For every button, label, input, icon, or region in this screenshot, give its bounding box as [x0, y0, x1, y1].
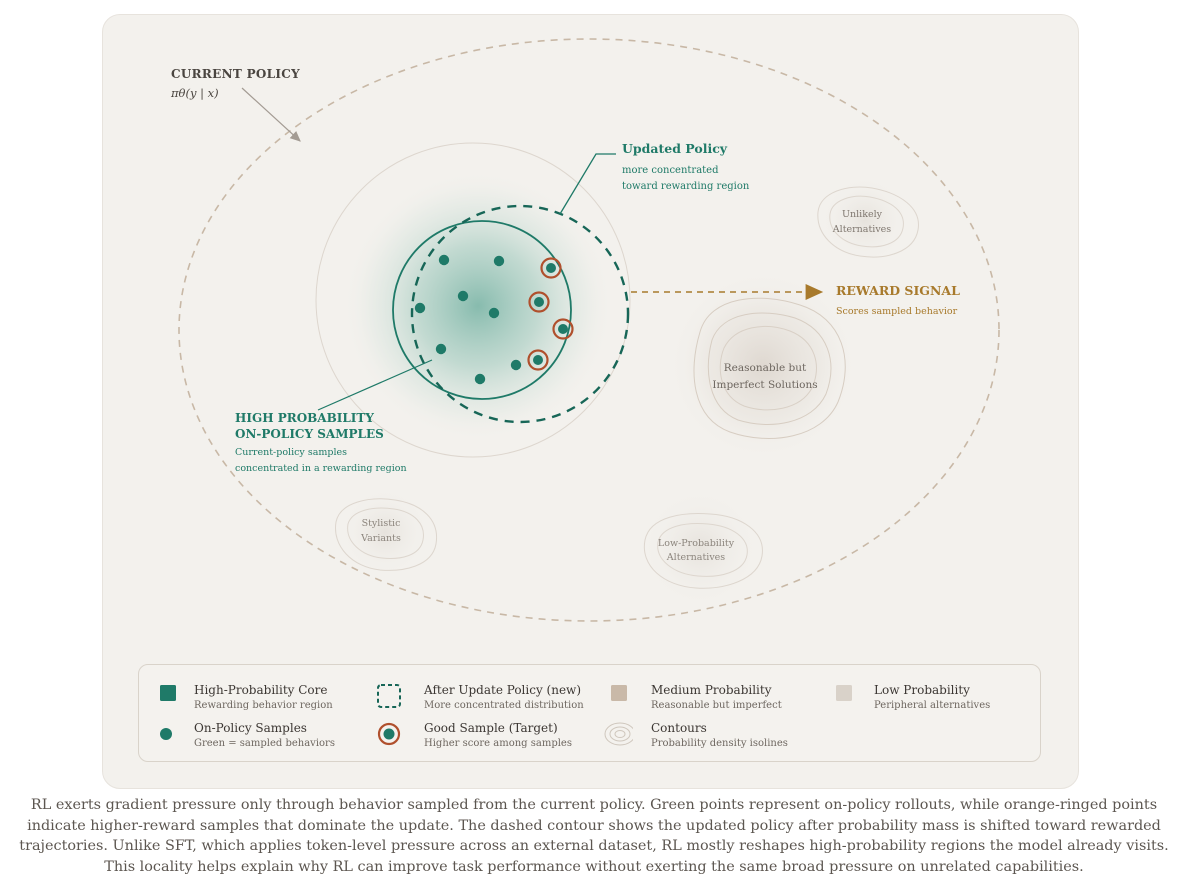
unlikely-label-1: Unlikely: [842, 209, 883, 220]
legend-sub: Reasonable but imperfect: [651, 700, 782, 711]
sample-dot: [438, 254, 450, 266]
updated-policy-line1: more concentrated: [622, 165, 719, 176]
legend-sub: Probability density isolines: [651, 738, 788, 749]
current-policy-boundary: [178, 38, 1000, 622]
high-prob-title-1: HIGH PROBABILITY: [235, 411, 374, 425]
updated-policy-contour: [410, 204, 630, 424]
legend-sub: Higher score among samples: [424, 738, 572, 749]
legend-title: After Update Policy (new): [424, 683, 582, 697]
legend-item-samples: On-Policy Samples Green = sampled behavi…: [159, 720, 374, 756]
high-prob-leader: [317, 359, 433, 411]
legend-item-updated: After Update Policy (new) More concentra…: [377, 682, 592, 718]
legend: High-Probability Core Rewarding behavior…: [138, 664, 1041, 762]
good-sample: [527, 349, 549, 371]
sample-dot: [457, 290, 469, 302]
reasonable-label-2: Imperfect Solutions: [712, 379, 817, 391]
legend-item-core: High-Probability Core Rewarding behavior…: [159, 682, 374, 718]
legend-sub: More concentrated distribution: [424, 700, 584, 711]
good-sample: [528, 291, 550, 313]
legend-item-contours: Contours Probability density isolines: [603, 720, 818, 756]
updated-policy-leader: [559, 153, 616, 215]
high-prob-sub-2: concentrated in a rewarding region: [235, 463, 407, 474]
legend-item-medium: Medium Probability Reasonable but imperf…: [611, 682, 826, 718]
legend-sub: Rewarding behavior region: [194, 700, 333, 711]
unlikely-label-2: Alternatives: [832, 224, 892, 235]
core-glow: [343, 171, 613, 441]
sample-dot: [474, 373, 486, 385]
reward-signal-title: REWARD SIGNAL: [836, 283, 960, 298]
reasonable-label-1: Reasonable but: [724, 362, 807, 374]
low-prob-label-1: Low-Probability: [658, 538, 735, 549]
stylistic-region: Stylistic Variants: [335, 487, 438, 577]
stylistic-label-1: Stylistic: [362, 518, 401, 529]
current-core-contour: [392, 220, 572, 400]
medium-square-icon: [611, 685, 627, 701]
contours-icon: [604, 722, 633, 746]
low-prob-region: Low-Probability Alternatives: [640, 488, 763, 608]
reasonable-region: Reasonable but Imperfect Solutions: [668, 270, 858, 460]
legend-item-low: Low Probability Peripheral alternatives: [836, 682, 1051, 718]
high-prob-sub-1: Current-policy samples: [235, 447, 347, 458]
on-policy-samples: [414, 254, 522, 385]
legend-title: Contours: [651, 721, 707, 735]
sample-dot: [414, 302, 426, 314]
sample-dot: [493, 255, 505, 267]
legend-title: Medium Probability: [651, 683, 772, 697]
diagram-panel: [102, 14, 1079, 789]
updated-policy-title: Updated Policy: [622, 141, 728, 156]
good-sample: [552, 318, 574, 340]
legend-title: High-Probability Core: [194, 683, 328, 697]
dashed-square-icon: [377, 684, 401, 708]
legend-title: Good Sample (Target): [424, 721, 558, 735]
unlikely-region: Unlikely Alternatives: [817, 175, 919, 265]
high-prob-title-2: ON-POLICY SAMPLES: [235, 427, 384, 441]
reward-signal-subtitle: Scores sampled behavior: [836, 306, 958, 317]
ringed-dot-icon: [377, 722, 401, 746]
updated-policy-line2: toward rewarding region: [622, 181, 750, 192]
current-policy-arrow: [241, 87, 301, 142]
stylistic-label-2: Variants: [360, 533, 401, 544]
sample-dot: [488, 307, 500, 319]
legend-sub: Green = sampled behaviors: [194, 738, 335, 749]
legend-item-good: Good Sample (Target) Higher score among …: [377, 720, 592, 756]
legend-title: Low Probability: [874, 683, 970, 697]
sample-dot: [510, 359, 522, 371]
core-outer-contour: [315, 142, 631, 458]
current-policy-title: CURRENT POLICY: [171, 67, 300, 81]
legend-title: On-Policy Samples: [194, 721, 307, 735]
legend-sub: Peripheral alternatives: [874, 700, 991, 711]
figure-caption: RL exerts gradient pressure only through…: [19, 797, 1169, 875]
current-policy-formula: πθ(y | x): [170, 86, 219, 101]
low-square-icon: [836, 685, 852, 701]
teal-square-icon: [160, 685, 176, 701]
good-samples: [527, 257, 574, 371]
low-prob-label-2: Alternatives: [666, 552, 726, 563]
good-sample: [540, 257, 562, 279]
sample-dot: [435, 343, 447, 355]
teal-dot-icon: [160, 728, 172, 740]
